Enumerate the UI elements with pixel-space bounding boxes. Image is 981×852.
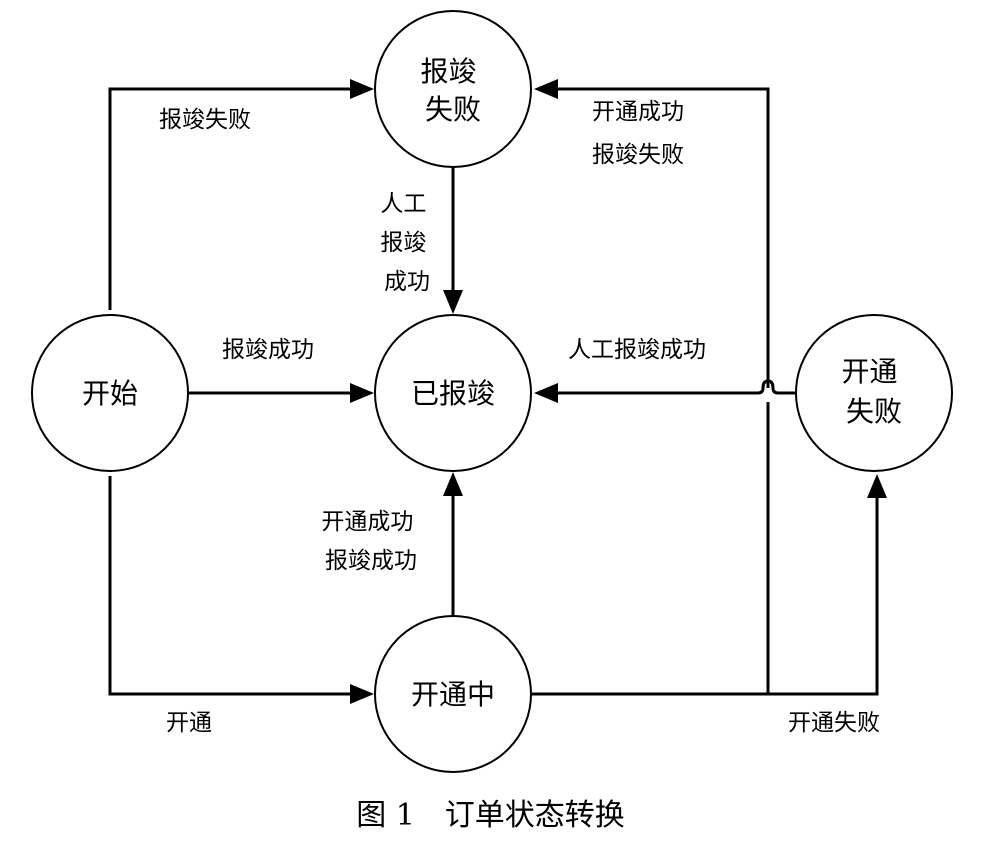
node-report-failed-line-2: 失败 [425, 93, 481, 126]
node-reported: 已报竣 [374, 314, 532, 472]
node-open-failed-circle [795, 314, 953, 472]
node-report-failed: 报竣 失败 [374, 10, 532, 168]
edge-lines [108, 79, 887, 704]
node-reported-circle [374, 314, 532, 472]
edge-label-manual-vertical-line-1: 人工 [380, 191, 426, 217]
edge-label-opening-to-open-failed: 开通失败 [788, 710, 880, 736]
arrowhead-opening-to-open-failed [867, 474, 887, 498]
node-open-failed-label: 开通 失败 [842, 355, 907, 428]
node-opening: 开通中 [374, 615, 532, 773]
edge-open-success-report-failed-upper [556, 87, 770, 388]
arrowhead-start-to-opening [350, 684, 374, 704]
edge-label-open-success-report-failed-line-1: 开通成功 [592, 99, 684, 125]
arrowhead-start-to-report-failed [350, 79, 374, 99]
node-open-failed: 开通 失败 [795, 314, 953, 472]
edge-label-manual-vertical-line-2: 报竣 [380, 230, 426, 256]
edge-label-open-success-report-success-line-1: 开通成功 [321, 509, 413, 535]
edge-labels: 报竣失败 开通成功 报竣失败 人工 报竣 成功 报竣成功 人工报竣成功 开通成功… [159, 99, 880, 736]
node-report-failed-label: 报竣 失败 [421, 55, 486, 126]
edge-label-start-to-report-failed: 报竣失败 [159, 107, 251, 133]
node-opening-label: 开通中 [411, 678, 495, 711]
node-report-failed-circle [374, 10, 532, 168]
arrowhead-opening-to-reported [443, 472, 463, 496]
figure-caption: 图 1 订单状态转换 [356, 798, 625, 833]
edge-label-start-to-reported: 报竣成功 [222, 337, 314, 363]
edge-opening-to-open-failed [532, 496, 879, 696]
node-start-circle [31, 314, 189, 472]
state-diagram: 报竣 失败 开始 已报竣 开通 失败 开通中 报竣失败 开通成功 报竣失败 人工… [31, 10, 953, 773]
edge-start-to-report-failed [108, 87, 352, 310]
edge-label-open-success-report-failed-line-2: 报竣失败 [592, 142, 684, 168]
edge-open-failed-to-reported [556, 379, 797, 395]
edge-label-manual-report-success: 人工报竣成功 [568, 337, 706, 363]
edge-start-to-opening [108, 476, 352, 696]
node-reported-label: 已报竣 [411, 377, 495, 410]
arrowhead-start-to-reported [350, 383, 374, 403]
arrowhead-report-failed-to-reported [443, 290, 463, 314]
node-opening-circle [374, 615, 532, 773]
edge-label-manual-vertical-line-3: 成功 [384, 269, 430, 295]
node-report-failed-line-1: 报竣 [421, 55, 477, 88]
edge-label-open-success-report-success-line-2: 报竣成功 [325, 548, 417, 574]
arrowhead-to-report-failed [534, 79, 558, 99]
node-start-label: 开始 [82, 377, 138, 410]
node-start: 开始 [31, 314, 189, 472]
arrowhead-open-failed-to-reported [534, 383, 558, 403]
edge-label-open-success-report-success: 开通成功 报竣成功 [321, 509, 420, 574]
edge-label-start-to-opening: 开通 [166, 710, 212, 736]
node-open-failed-line-2: 失败 [846, 395, 902, 428]
edge-label-manual-report-success-vertical: 人工 报竣 成功 [380, 191, 433, 295]
node-open-failed-line-1: 开通 [842, 355, 898, 388]
edge-label-open-success-report-failed: 开通成功 报竣失败 [592, 99, 691, 168]
